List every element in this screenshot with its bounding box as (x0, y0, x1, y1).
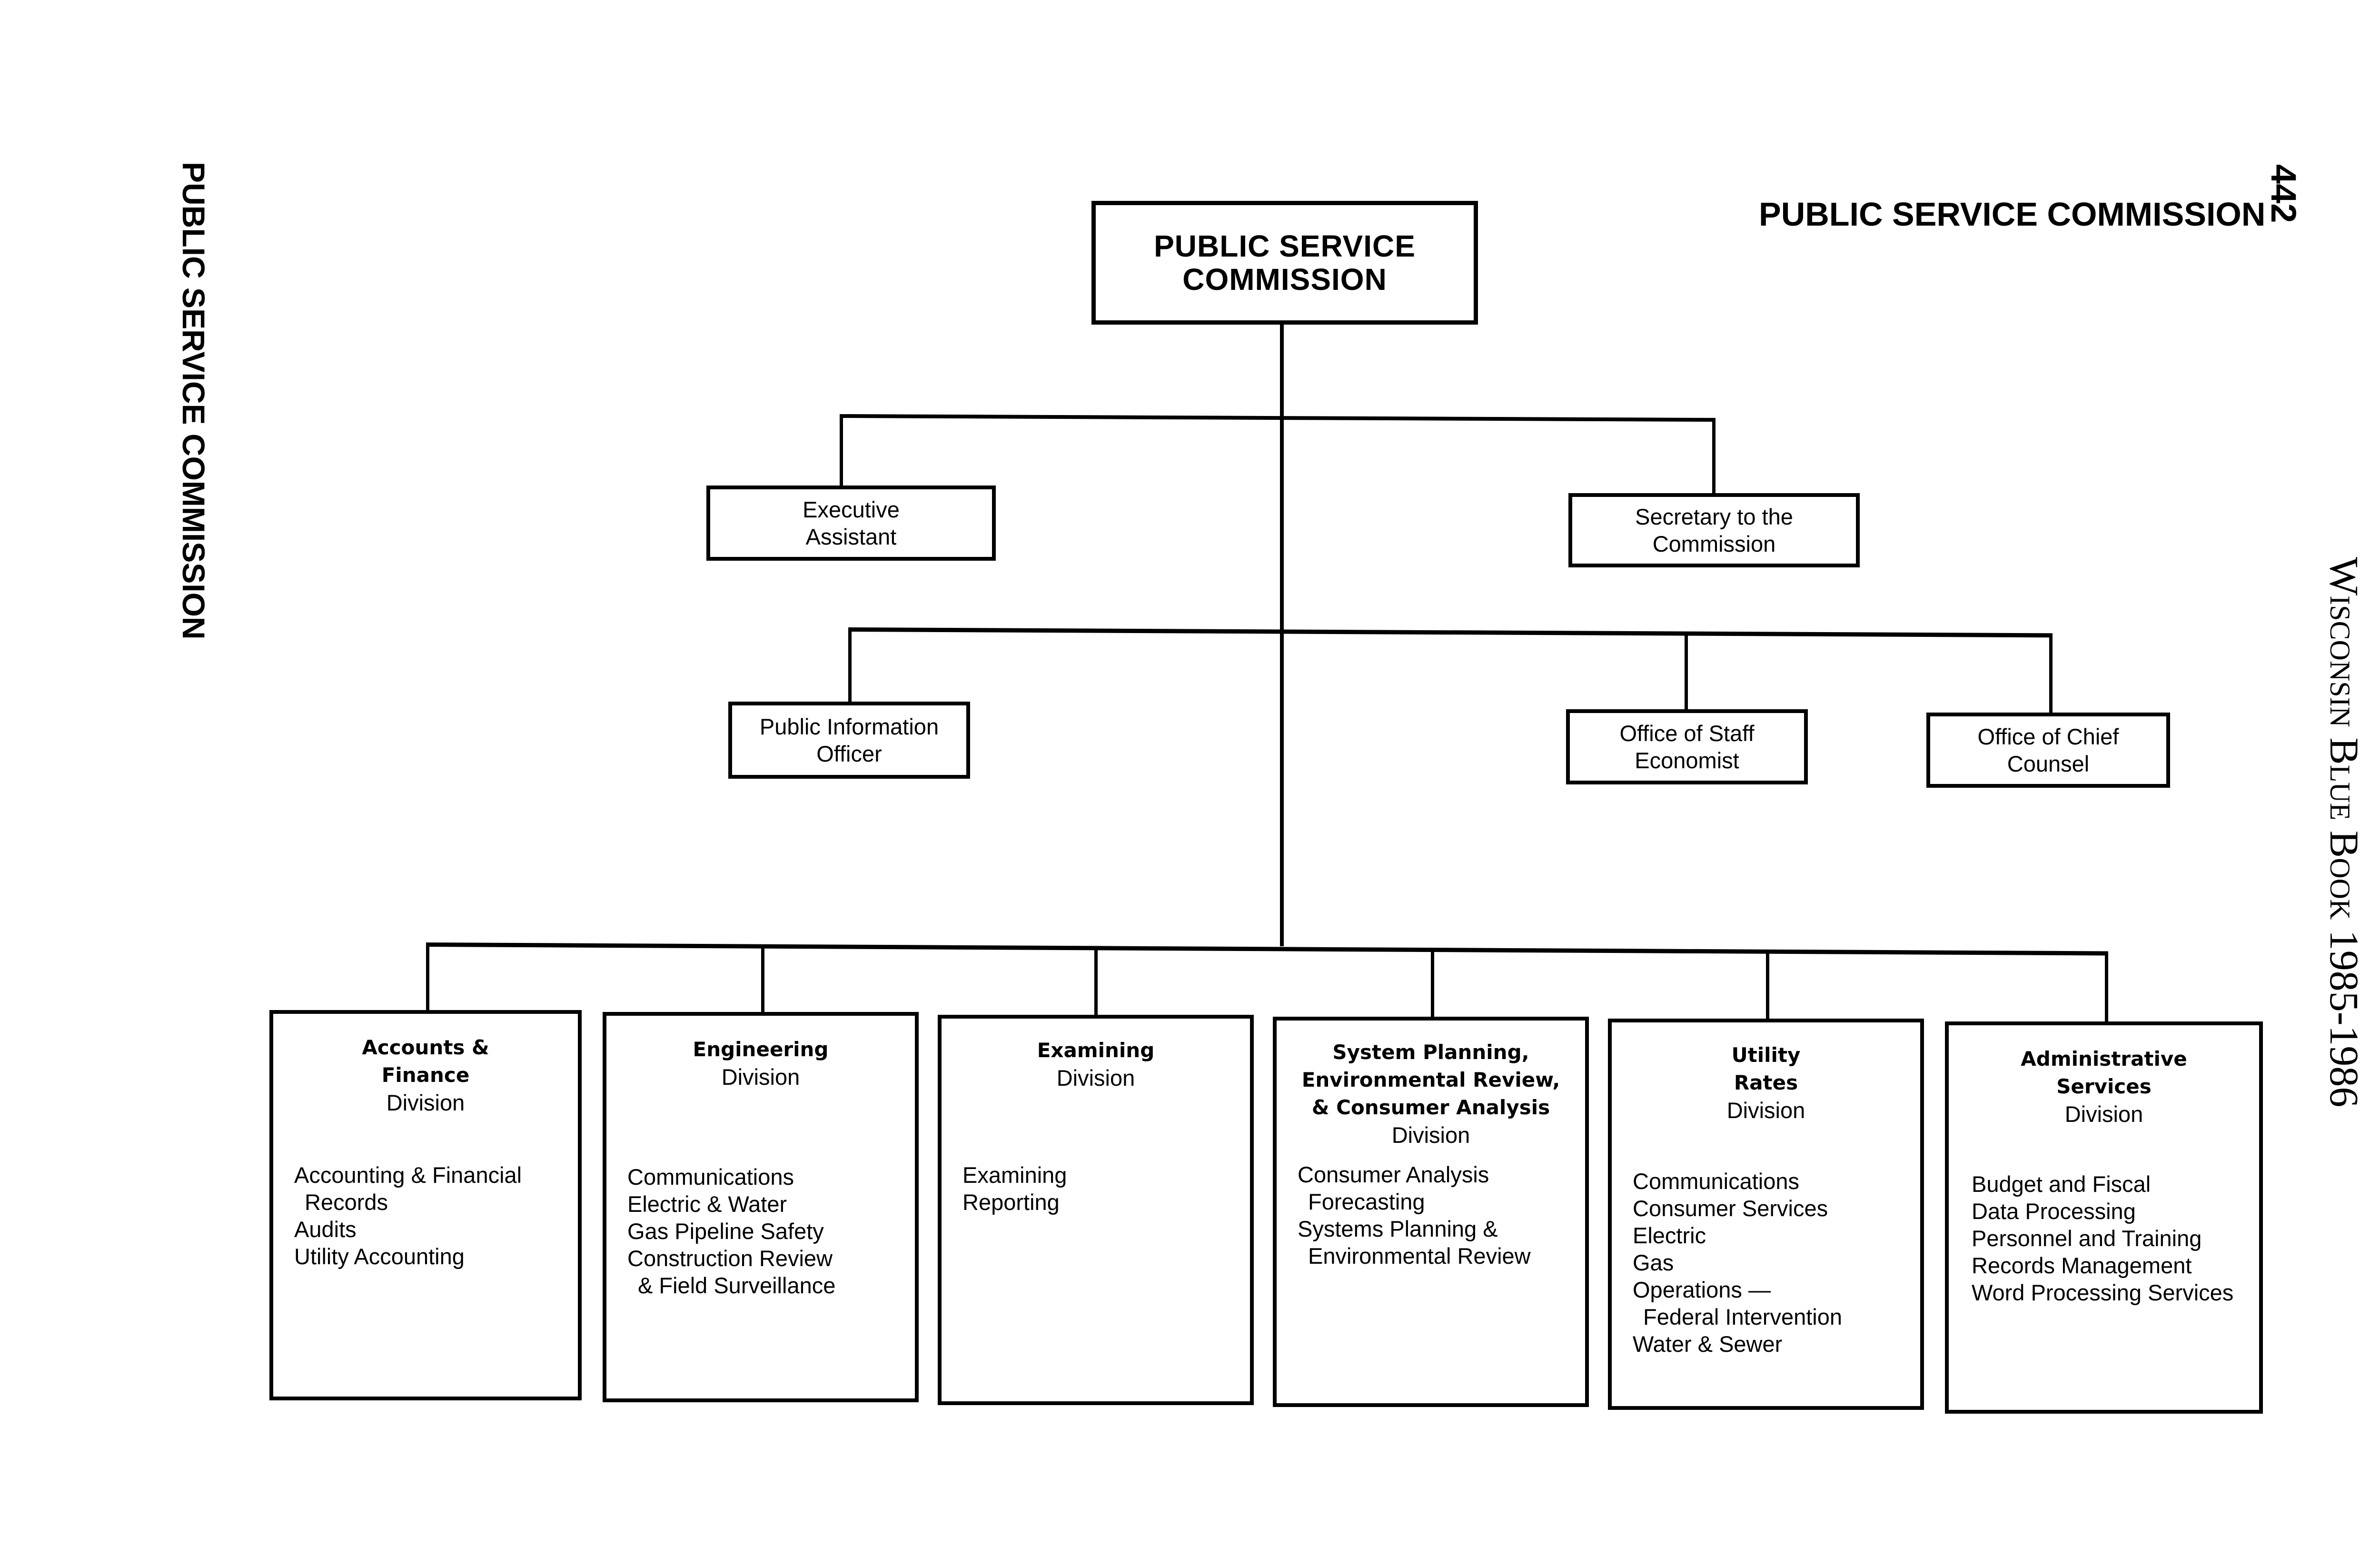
division-suffix: Division (1726, 1098, 1805, 1123)
connector-div-5 (1766, 950, 1769, 1020)
staff-box-staff-economist: Office of Staff Economist (1566, 709, 1808, 784)
division-unit: Audits (294, 1217, 357, 1242)
division-unit: Consumer Analysis (1298, 1162, 1489, 1187)
staff-label-line: Secretary to the (1635, 504, 1793, 529)
division-units: Accounting & Financial Records Audits Ut… (294, 1161, 568, 1270)
division-name-line: Accounts & (362, 1036, 489, 1059)
division-suffix: Division (1056, 1065, 1135, 1090)
connector-div-2 (761, 944, 764, 1013)
division-unit: Communications (1633, 1169, 1800, 1194)
division-unit: Data Processing (1972, 1199, 2136, 1224)
staff-box-public-information-officer: Public Information Officer (728, 702, 970, 779)
connector-chief-counsel (2049, 634, 2053, 714)
connector-exec-asst (840, 414, 843, 486)
division-name-line: Environmental Review, (1301, 1068, 1560, 1091)
division-suffix: Division (386, 1090, 465, 1115)
connector-divisions-bar (426, 942, 2108, 956)
connector-div-4 (1431, 948, 1434, 1018)
division-administrative-services: Administrative Services Division Budget … (1945, 1021, 2263, 1414)
division-name-line: Finance (381, 1063, 470, 1087)
staff-label-line: Executive (803, 497, 900, 522)
staff-label-line: Officer (816, 741, 882, 766)
division-name-line: Examining (1037, 1039, 1155, 1062)
running-header: PUBLIC SERVICE COMMISSION (1759, 196, 2266, 233)
connector-secretary (1712, 418, 1716, 494)
root-box-public-service-commission: PUBLIC SERVICE COMMISSION (1091, 201, 1478, 325)
division-units: Examining Reporting (962, 1161, 1240, 1216)
division-unit: Electric (1633, 1223, 1706, 1248)
division-unit: Examining (962, 1162, 1067, 1188)
division-engineering: Engineering Division Communications Elec… (603, 1012, 919, 1402)
division-name-line: System Planning, (1332, 1041, 1529, 1064)
division-name-line: & Consumer Analysis (1311, 1096, 1550, 1119)
connector-level1-bar (839, 414, 1716, 422)
division-suffix: Division (1391, 1122, 1470, 1148)
division-utility-rates: Utility Rates Division Communications Co… (1608, 1019, 1924, 1410)
division-name-line: Utility (1731, 1043, 1801, 1067)
division-name-line: Engineering (693, 1038, 829, 1061)
division-examining: Examining Division Examining Reporting (938, 1015, 1254, 1405)
staff-box-secretary: Secretary to the Commission (1568, 493, 1860, 567)
division-units: Communications Electric & Water Gas Pipe… (627, 1163, 905, 1299)
division-unit: Environmental Review (1308, 1243, 1531, 1269)
staff-label-line: Public Information (759, 714, 939, 739)
staff-label-line: Office of Staff (1619, 721, 1755, 746)
division-unit: Electric & Water (627, 1191, 787, 1217)
division-unit: Personnel and Training (1972, 1226, 2202, 1251)
division-unit: Federal Intervention (1643, 1304, 1843, 1329)
division-system-planning: System Planning, Environmental Review, &… (1273, 1017, 1589, 1407)
division-unit: & Field Surveillance (638, 1273, 836, 1298)
division-unit: Systems Planning & (1298, 1216, 1498, 1241)
staff-box-executive-assistant: Executive Assistant (706, 486, 996, 561)
division-unit: Operations — (1633, 1277, 1771, 1302)
division-unit: Communications (627, 1164, 794, 1189)
division-name-line: Rates (1734, 1071, 1798, 1094)
division-unit: Accounting & Financial (294, 1162, 522, 1188)
division-name-line: Administrative (2021, 1047, 2187, 1070)
division-unit: Reporting (962, 1189, 1060, 1215)
staff-box-chief-counsel: Office of Chief Counsel (1926, 713, 2170, 788)
root-title-line-2: COMMISSION (1182, 262, 1387, 297)
division-unit: Records Management (1972, 1253, 2192, 1278)
connector-div-3 (1094, 946, 1098, 1016)
connector-div-1 (426, 942, 429, 1011)
division-unit: Records (305, 1189, 388, 1215)
staff-label-line: Counsel (2007, 751, 2090, 776)
division-accounts-finance: Accounts & Finance Division Accounting &… (269, 1010, 582, 1400)
connector-staff-economist (1685, 632, 1688, 710)
division-suffix: Division (2064, 1101, 2143, 1127)
division-units: Communications Consumer Services Electri… (1633, 1168, 1911, 1358)
page-number: 442 (2264, 164, 2303, 223)
division-unit: Water & Sewer (1633, 1331, 1783, 1357)
division-units: Consumer Analysis Forecasting Systems Pl… (1298, 1161, 1576, 1269)
division-units: Budget and Fiscal Data Processing Person… (1972, 1170, 2250, 1306)
division-unit: Budget and Fiscal (1972, 1171, 2151, 1197)
division-unit: Gas (1633, 1250, 1674, 1275)
connector-div-6 (2105, 952, 2108, 1023)
division-unit: Forecasting (1308, 1189, 1425, 1214)
root-title-line-1: PUBLIC SERVICE (1154, 229, 1416, 263)
division-unit: Word Processing Services (1972, 1280, 2234, 1305)
division-unit: Gas Pipeline Safety (627, 1219, 824, 1244)
staff-label-line: Office of Chief (1977, 724, 2119, 749)
division-unit: Utility Accounting (294, 1244, 465, 1269)
connector-pio (848, 627, 852, 703)
division-unit: Consumer Services (1633, 1196, 1828, 1221)
connector-trunk (1280, 322, 1284, 946)
staff-label-line: Assistant (805, 524, 897, 549)
division-name-line: Services (2056, 1075, 2152, 1098)
staff-label-line: Economist (1635, 748, 1739, 773)
division-unit: Construction Review (627, 1246, 833, 1271)
side-title-right: Wisconsin Blue Book 1985-1986 (2321, 557, 2367, 1108)
division-suffix: Division (721, 1064, 800, 1090)
connector-level2-bar (848, 627, 2053, 638)
side-title-left: PUBLIC SERVICE COMMISSION (176, 162, 211, 640)
staff-label-line: Commission (1652, 531, 1776, 556)
